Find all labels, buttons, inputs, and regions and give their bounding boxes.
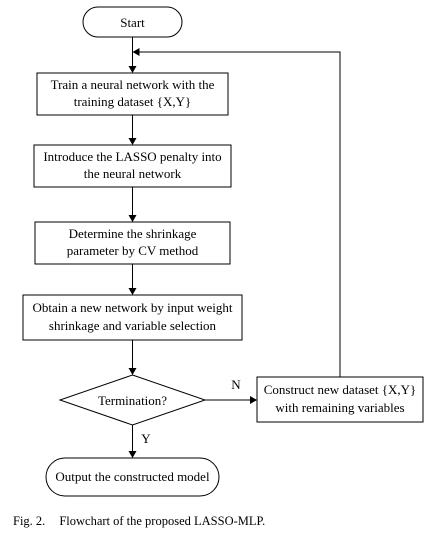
step-obtain-network: Obtain a new network by input weight shr… <box>22 294 243 341</box>
step-introduce-lasso-line1: Introduce the LASSO penalty into <box>43 149 221 164</box>
start-node: Start <box>82 6 183 38</box>
step-determine-parameter: Determine the shrinkage parameter by CV … <box>34 221 231 265</box>
step-train-network: Train a neural network with the training… <box>36 72 229 116</box>
arrow-step4-to-decision <box>128 340 137 375</box>
decision-termination: Termination? <box>58 374 207 426</box>
step-construct-dataset-line1: Construct new dataset {X,Y} <box>264 382 417 397</box>
arrow-start-to-step1 <box>128 37 137 73</box>
step-obtain-network-line1: Obtain a new network by input weight <box>32 300 232 315</box>
arrow-step1-to-step2 <box>128 115 137 145</box>
arrow-step3-to-step4 <box>128 264 137 295</box>
step-introduce-lasso-line2: the neural network <box>84 166 182 181</box>
step-construct-dataset-line2: with remaining variables <box>275 400 404 415</box>
caption-label: Fig. 2. <box>13 514 46 528</box>
start-label: Start <box>120 15 145 30</box>
no-branch-label: N <box>231 377 241 392</box>
step-construct-dataset: Construct new dataset {X,Y} with remaini… <box>256 376 424 423</box>
step-obtain-network-line2: shrinkage and variable selection <box>49 318 217 333</box>
step-train-network-line2: training dataset {X,Y} <box>74 94 192 109</box>
end-node: Output the constructed model <box>45 457 220 497</box>
step-determine-parameter-line2: parameter by CV method <box>67 243 199 258</box>
yes-branch-label: Y <box>141 431 151 446</box>
arrow-feedback-loop <box>132 48 341 377</box>
arrow-no-branch: N <box>205 377 257 404</box>
decision-label: Termination? <box>98 393 167 408</box>
caption-text: Flowchart of the proposed LASSO-MLP. <box>59 514 266 528</box>
step-introduce-lasso: Introduce the LASSO penalty into the neu… <box>33 144 232 188</box>
flowchart: Start Train a neural network with the tr… <box>22 6 424 497</box>
step-train-network-line1: Train a neural network with the <box>51 77 215 92</box>
end-label: Output the constructed model <box>55 469 210 484</box>
arrow-yes-branch: Y <box>128 425 151 458</box>
step-determine-parameter-line1: Determine the shrinkage <box>69 226 197 241</box>
arrow-step2-to-step3 <box>128 187 137 222</box>
figure-caption: Fig. 2. Flowchart of the proposed LASSO-M… <box>13 514 265 529</box>
